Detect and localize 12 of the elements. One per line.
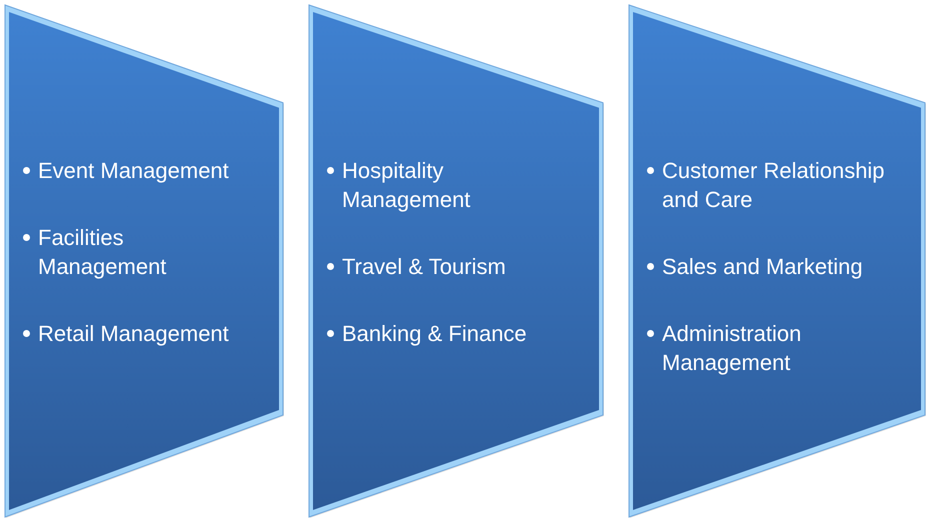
list-item-text: Sales and Marketing [662,254,863,279]
trapezoid-panel [627,3,928,520]
list-item-text: Administration Management [662,321,802,375]
list-item-text: Facilities Management [38,225,166,279]
list-item-text: Hospitality Management [342,158,470,212]
list-item-text: Travel & Tourism [342,254,506,279]
list-item-text: Banking & Finance [342,321,527,346]
trapezoid-panel [307,3,606,520]
list-item-text: Customer Relationship and Care [662,158,885,212]
list-item-text: Event Management [38,158,229,183]
list-item-text: Retail Management [38,321,229,346]
trapezoid-panel [3,3,286,520]
